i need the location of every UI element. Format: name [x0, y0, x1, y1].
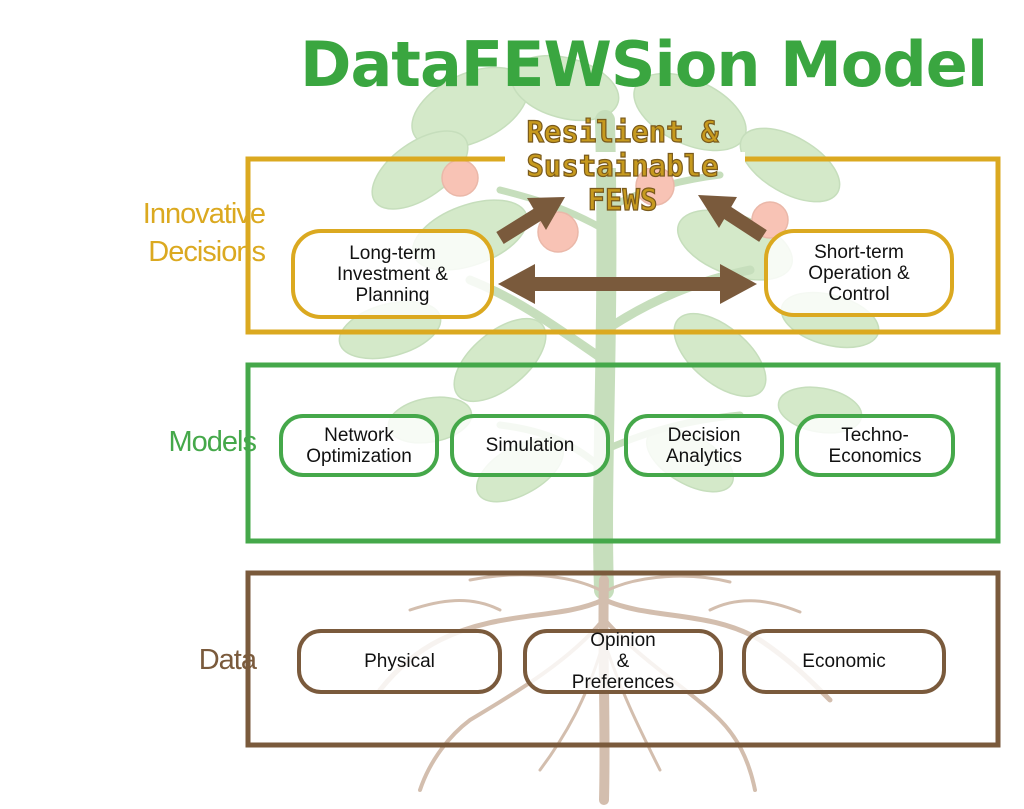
decision-analytics-box: Decision Analytics: [624, 414, 784, 477]
data-frame: [245, 570, 1001, 748]
physical-data-box: Physical: [297, 629, 502, 694]
long-term-investment-planning-box: Long-term Investment & Planning: [291, 229, 494, 319]
goal-label: Resilient & Sustainable FEWS: [526, 114, 719, 217]
network-optimization-box: Network Optimization: [279, 414, 439, 477]
arrow-up-right-icon: [698, 195, 767, 242]
techno-economics-box: Techno- Economics: [795, 414, 955, 477]
double-arrow-icon: [498, 264, 757, 304]
innovative-decisions-label: Innovative Decisions: [142, 198, 266, 268]
data-label: Data: [198, 644, 257, 676]
models-frame: [245, 362, 1001, 544]
arrow-up-left-icon: [496, 197, 565, 244]
short-term-operation-control-box: Short-term Operation & Control: [764, 229, 954, 317]
diagram-title: DataFEWSion Model: [300, 28, 988, 101]
models-label: Models: [168, 426, 258, 458]
opinion-preferences-box: Opinion & Preferences: [523, 629, 723, 694]
economic-data-box: Economic: [742, 629, 946, 694]
simulation-box: Simulation: [450, 414, 610, 477]
